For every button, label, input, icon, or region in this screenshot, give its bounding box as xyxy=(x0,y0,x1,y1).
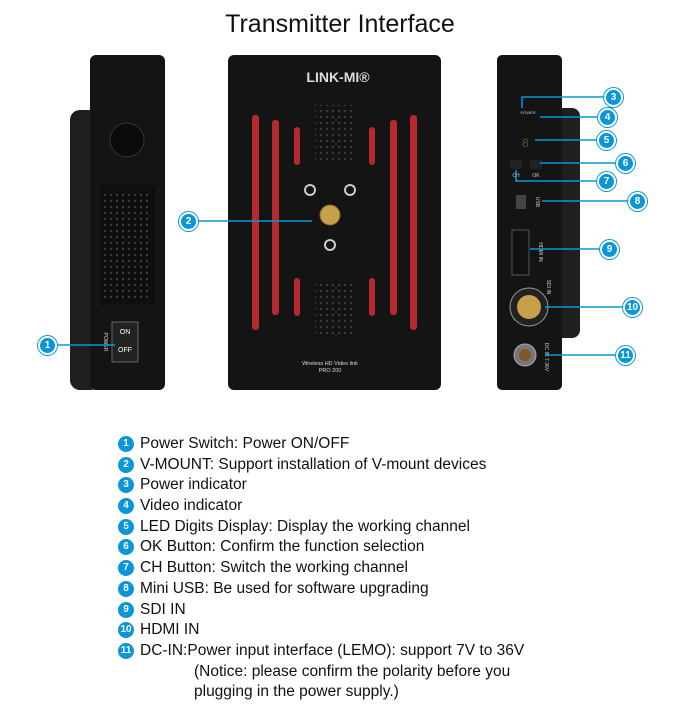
model-line-2: PRO 200 xyxy=(319,368,342,374)
item-text: V-MOUNT: Support installation of V-mount… xyxy=(140,455,487,473)
hdmi-port xyxy=(511,229,530,276)
list-item: 3 Power indicator xyxy=(118,475,524,496)
hdmi-label: HDMI IN xyxy=(537,242,543,262)
right-side-view: POWER 8 CH OK USB HDMI IN SDI IN DC IN 7… xyxy=(497,55,580,390)
list-item: 8 Mini USB: Be used for software upgradin… xyxy=(118,579,524,600)
notice-line-2: plugging in the power supply.) xyxy=(194,683,399,701)
callout-10: 10 xyxy=(623,298,642,317)
callout-1: 1 xyxy=(38,336,57,355)
item-text: LED Digits Display: Display the working … xyxy=(140,517,470,535)
red-stripes xyxy=(252,115,417,330)
number-badge: 3 xyxy=(118,477,134,494)
callout-3: 3 xyxy=(604,88,623,107)
ok-button[interactable] xyxy=(530,160,542,169)
callout-4: 4 xyxy=(598,108,617,127)
ok-label: OK xyxy=(532,173,540,179)
power-label: POWER xyxy=(102,333,108,352)
number-badge: 6 xyxy=(118,539,134,556)
usb-label: USB xyxy=(534,197,540,208)
list-item: 11 DC-IN:Power input interface (LEMO): su… xyxy=(118,641,524,662)
brand-logo: LINK-MI® xyxy=(306,69,370,85)
number-badge: 1 xyxy=(118,436,134,452)
list-item: 7 CH Button: Switch the working channel xyxy=(118,558,524,579)
item-text: Power indicator xyxy=(140,476,247,494)
callout-5: 5 xyxy=(597,131,616,150)
callout-8: 8 xyxy=(628,192,647,211)
callout-9: 9 xyxy=(600,240,619,259)
device-illustrations: ON OFF POWER LINK-MI® Wireless HD Video … xyxy=(55,55,629,390)
callout-11: 11 xyxy=(616,346,635,365)
usb-port xyxy=(516,195,526,209)
item-text: DC-IN:Power input interface (LEMO): supp… xyxy=(140,641,525,659)
item-text: Power Switch: Power ON/OFF xyxy=(140,435,350,452)
item-text: CH Button: Switch the working channel xyxy=(140,559,408,577)
ch-button[interactable] xyxy=(510,160,522,169)
list-item: 2 V-MOUNT: Support installation of V-moun… xyxy=(118,455,524,476)
item-text: OK Button: Confirm the function selectio… xyxy=(140,538,425,556)
list-item: 4 Video indicator xyxy=(118,496,524,517)
sdi-connector xyxy=(517,295,541,319)
notice-line-1: (Notice: please confirm the polarity bef… xyxy=(194,662,511,680)
sdi-label: SDI IN xyxy=(545,280,551,295)
item-text: Video indicator xyxy=(140,497,243,515)
back-view: LINK-MI® Wireless HD Video link PRO 200 xyxy=(228,55,441,390)
number-badge: 2 xyxy=(118,456,134,473)
callout-lines xyxy=(55,96,629,356)
number-badge: 8 xyxy=(118,580,134,597)
number-badge: 9 xyxy=(118,601,134,618)
dc-label: DC IN 7-36V xyxy=(543,343,549,372)
callout-6: 6 xyxy=(616,154,635,173)
callout-2: 2 xyxy=(179,212,198,231)
left-side-view: ON OFF POWER xyxy=(70,55,165,390)
switch-off-label: OFF xyxy=(118,347,132,354)
list-item: 9 SDI IN xyxy=(118,600,524,621)
power-switch[interactable] xyxy=(111,321,139,363)
feature-list: 1 Power Switch: Power ON/OFF 2 V-MOUNT: Su… xyxy=(118,434,524,703)
v-mount-screw xyxy=(319,204,341,226)
led-digit-display: 8 xyxy=(522,136,529,150)
page-title: Transmitter Interface xyxy=(225,10,455,38)
list-item: 10 HDMI IN xyxy=(118,620,524,641)
switch-on-label: ON xyxy=(120,329,131,336)
number-badge: 10 xyxy=(118,622,134,639)
vent-holes xyxy=(103,190,151,300)
list-item: 6 OK Button: Confirm the function selecti… xyxy=(118,537,524,558)
model-line-1: Wireless HD Video link xyxy=(302,361,358,367)
list-item: 1 Power Switch: Power ON/OFF xyxy=(118,434,524,455)
number-badge: 11 xyxy=(118,642,134,659)
item-text: HDMI IN xyxy=(140,621,200,639)
indicator-label: POWER xyxy=(520,110,535,115)
list-item: 5 LED Digits Display: Display the working… xyxy=(118,517,524,538)
item-text: Mini USB: Be used for software upgrading xyxy=(140,579,429,597)
number-badge: 5 xyxy=(118,518,134,535)
item-text: SDI IN xyxy=(140,600,186,618)
number-badge: 4 xyxy=(118,498,134,515)
callout-7: 7 xyxy=(597,172,616,191)
number-badge: 7 xyxy=(118,560,134,577)
